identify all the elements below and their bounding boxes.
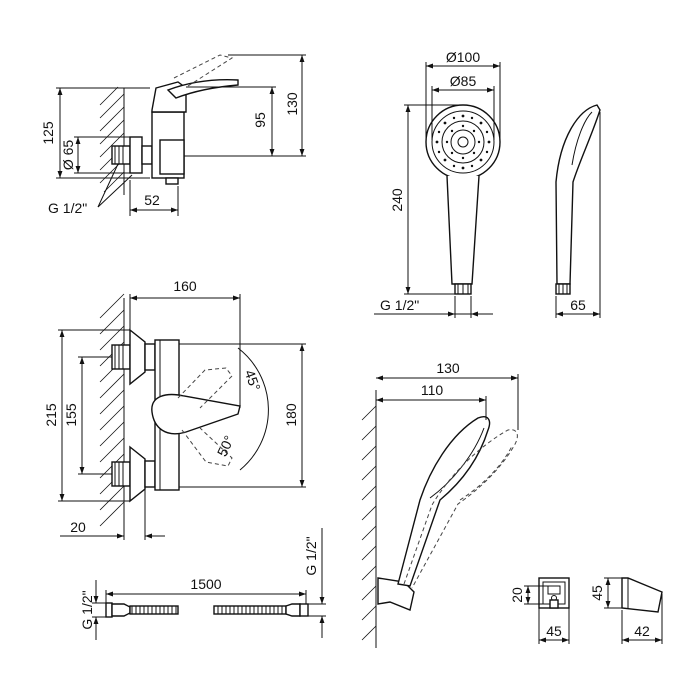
label-20-bracket: 20 <box>509 587 525 603</box>
nozzle-pattern <box>435 114 491 170</box>
label-110: 110 <box>421 382 444 398</box>
label-d85: Ø85 <box>450 73 477 89</box>
label-g12-hose-left: G 1/2" <box>79 590 95 629</box>
label-d100: Ø100 <box>446 49 480 65</box>
bracket-side-view: 45 42 <box>589 577 663 644</box>
label-130-top: 130 <box>284 92 300 116</box>
label-g12-hose-right: G 1/2" <box>303 536 319 575</box>
label-155: 155 <box>63 403 79 427</box>
label-95: 95 <box>252 112 268 128</box>
wall-hatch-holder <box>361 390 377 648</box>
hand-shower-side: 65 <box>555 104 601 318</box>
label-45-width: 45 <box>546 623 562 639</box>
label-45-height: 45 <box>589 585 605 601</box>
label-240: 240 <box>389 188 405 212</box>
wall-hatch-front <box>99 293 125 530</box>
label-g12-top: G 1/2" <box>48 200 87 216</box>
label-130-holder: 130 <box>436 360 460 376</box>
label-180: 180 <box>283 403 299 427</box>
label-45deg: 45° <box>242 368 264 393</box>
mixer-side-view: 125 Ø 65 G 1/2" 52 95 130 <box>40 54 306 216</box>
label-42: 42 <box>634 623 650 639</box>
label-20-front: 20 <box>70 519 86 535</box>
label-215: 215 <box>43 403 59 427</box>
shower-hose: 1500 G 1/2" G 1/2" <box>79 528 326 640</box>
label-52: 52 <box>144 192 160 208</box>
label-d65: Ø 65 <box>60 140 76 171</box>
bracket-front-view: 20 45 <box>509 577 570 644</box>
label-125: 125 <box>40 121 56 145</box>
label-160: 160 <box>173 278 197 294</box>
label-65: 65 <box>570 297 586 313</box>
wall-hatch-top <box>99 86 125 195</box>
hand-shower-front: Ø100 Ø85 240 G 1/2" <box>374 49 501 318</box>
label-50deg: 50° <box>214 433 237 459</box>
shower-on-holder: 130 110 <box>361 360 519 648</box>
label-1500: 1500 <box>190 576 221 592</box>
label-g12-head: G 1/2" <box>380 297 419 313</box>
mixer-front-view: 160 45° 50° 215 155 180 20 <box>43 278 306 540</box>
